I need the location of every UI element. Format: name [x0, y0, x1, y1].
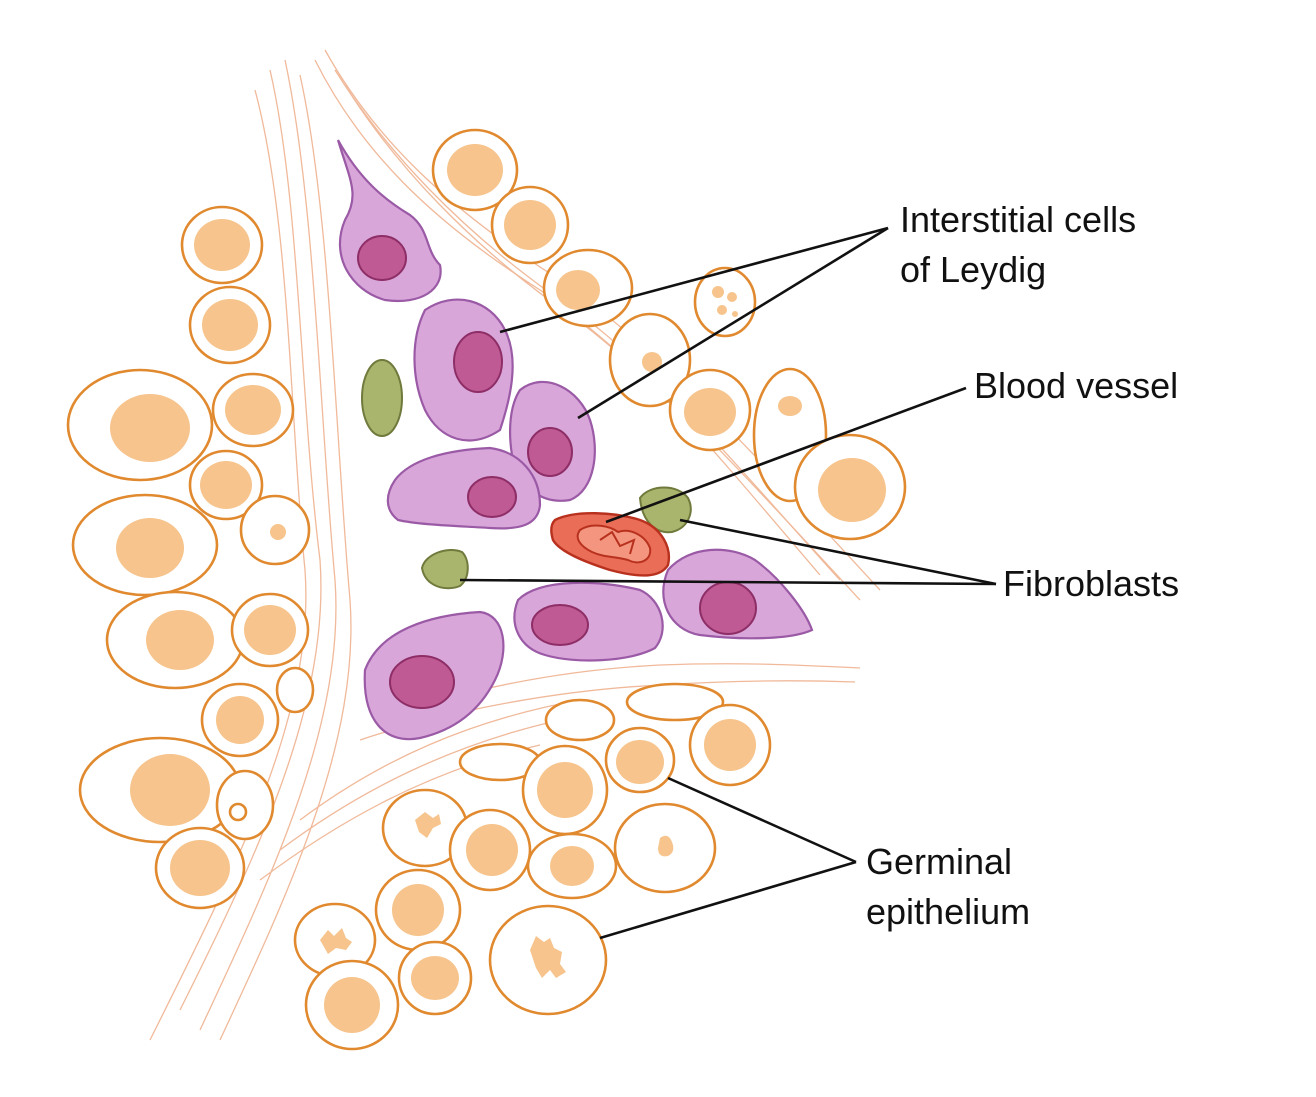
label-leydig-line2: of Leydig	[900, 249, 1046, 290]
germ-cell	[154, 826, 246, 910]
germ-cell	[188, 285, 272, 365]
label-germinal-line1: Germinal	[866, 841, 1012, 882]
germ-cell	[215, 769, 275, 841]
labels: Interstitial cells of Leydig Blood vesse…	[866, 199, 1179, 932]
germ-cell	[544, 698, 616, 742]
label-fibroblasts: Fibroblasts	[1003, 563, 1179, 604]
germ-cell	[293, 902, 377, 978]
germ-cell	[230, 592, 310, 668]
leader-line-blood-vessel	[605, 386, 967, 524]
germ-cell	[793, 433, 907, 541]
germ-cell	[688, 703, 772, 787]
germ-cell	[431, 128, 519, 212]
label-leydig-line1: Interstitial cells	[900, 199, 1136, 240]
leydig-cells	[336, 139, 814, 741]
germ-cell	[604, 726, 676, 794]
germ-cell	[488, 904, 608, 1016]
germ-cell	[668, 368, 752, 452]
germ-cell	[374, 868, 462, 952]
germ-cell	[490, 185, 570, 265]
germ-cell	[78, 736, 242, 844]
germ-cell	[105, 590, 245, 690]
leydig-cell	[336, 139, 442, 303]
germ-cell	[200, 682, 280, 758]
germ-cell	[625, 682, 725, 722]
leader-lines	[459, 226, 997, 940]
germ-cell	[71, 493, 219, 597]
leydig-cell	[386, 446, 542, 530]
germ-cell	[188, 449, 264, 521]
germ-cell	[66, 368, 214, 482]
label-blood-vessel: Blood vessel	[974, 365, 1178, 406]
leydig-cell	[363, 610, 505, 741]
leader-line-fibroblast-1	[679, 518, 997, 586]
label-germinal-line2: epithelium	[866, 891, 1030, 932]
fibroblast	[361, 359, 403, 437]
leydig-cell	[413, 298, 514, 442]
germ-cell	[526, 832, 618, 900]
germ-cell	[448, 808, 532, 892]
leader-line-germinal-1	[667, 776, 857, 864]
fibroblasts	[361, 359, 692, 590]
germ-cell	[397, 940, 473, 1016]
leydig-cell	[508, 380, 596, 502]
seminiferous-tubule-lower	[293, 682, 772, 1051]
germ-cell	[180, 205, 264, 285]
leydig-cell	[513, 581, 664, 662]
germ-cell	[275, 666, 315, 714]
germ-cell	[211, 372, 295, 448]
germ-cell	[381, 788, 469, 868]
seminiferous-tubule-upper-right	[431, 128, 907, 541]
leader-line-leydig-1	[499, 226, 889, 334]
seminiferous-tubule-left	[66, 205, 315, 910]
germ-cell	[608, 312, 692, 408]
germ-cell	[521, 744, 609, 836]
germ-cell	[304, 959, 400, 1051]
leader-line-leydig-2	[577, 226, 889, 420]
blood-vessel	[550, 512, 671, 577]
germ-cell	[613, 802, 717, 894]
leader-line-fibroblast-2	[459, 578, 997, 586]
leader-line-germinal-2	[599, 860, 857, 940]
germ-cell	[239, 494, 311, 566]
fibroblast	[420, 549, 469, 590]
leydig-cell	[662, 548, 814, 640]
germ-cell	[542, 248, 634, 328]
